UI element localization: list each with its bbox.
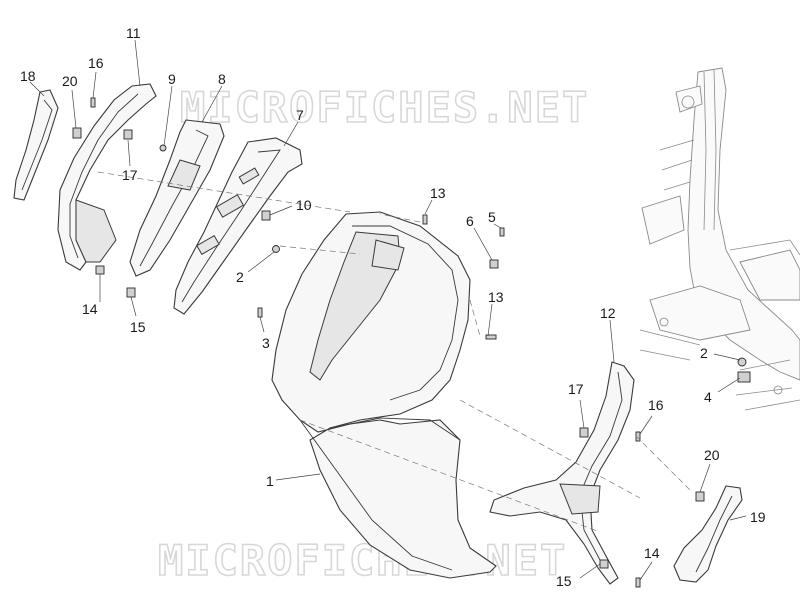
callout-20-b: 20 [704,447,720,463]
part-18-trim [13,89,59,201]
callout-18: 18 [20,68,36,84]
callout-16: 16 [88,55,104,71]
leader-lines [29,39,747,581]
callout-4: 4 [704,389,712,405]
callout-13-b: 13 [488,289,504,305]
clip-14a [95,265,105,275]
callout-19: 19 [750,509,766,525]
fastener-20a [72,127,82,139]
callout-10: 10 [296,197,312,213]
screw-14b [635,577,641,588]
callout-6: 6 [466,213,474,229]
callout-15-b: 15 [556,573,572,589]
callout-17-b: 17 [568,381,584,397]
part-19-trim [673,485,743,583]
part-8-cover [129,119,225,277]
clip-10 [261,210,271,221]
callout-11: 11 [126,25,141,41]
callout-2: 2 [236,269,244,285]
screw-13b [485,334,497,340]
part-1-front-shield [271,211,497,579]
callout-13: 13 [430,185,446,201]
callout-17: 17 [122,167,138,183]
callout-labels: 18 20 16 11 9 8 7 17 10 13 6 5 2 14 15 3… [20,25,766,589]
part-11-rail [57,83,157,271]
frame-steering-column [639,67,800,411]
screw-13a [422,214,428,225]
screw-3 [257,307,263,318]
part-12-rail-right [489,361,635,585]
callout-15: 15 [130,319,146,335]
callout-8: 8 [218,71,226,87]
watermark-top: MICROFICHES.NET [180,83,589,132]
callout-3: 3 [262,335,270,351]
callout-16-b: 16 [648,397,664,413]
screw-16a [90,97,96,108]
callout-9: 9 [168,71,176,87]
callout-2-b: 2 [700,345,708,361]
callout-5: 5 [488,209,496,225]
clip-15b [599,559,609,569]
fastener-20b [695,491,705,502]
clip-15a [126,287,136,298]
screw-2a [272,245,280,253]
screw-5 [499,227,505,237]
callout-14-b: 14 [644,545,660,561]
clip-17b [579,427,589,438]
alignment-lines [97,171,691,533]
callout-14: 14 [82,301,98,317]
screw-2b [737,357,747,367]
watermark-bottom: MICROFICHES.NET [158,536,567,585]
part-7-inner-panel [173,137,303,315]
callout-12: 12 [600,305,616,321]
callout-7: 7 [296,107,304,123]
callout-1: 1 [266,473,274,489]
callout-20: 20 [62,73,78,89]
nut-4 [737,371,751,383]
screw-16b [635,431,641,442]
clip-6 [489,259,499,269]
fasteners [72,97,751,588]
clip-17a [123,129,133,140]
screw-9 [159,144,167,152]
